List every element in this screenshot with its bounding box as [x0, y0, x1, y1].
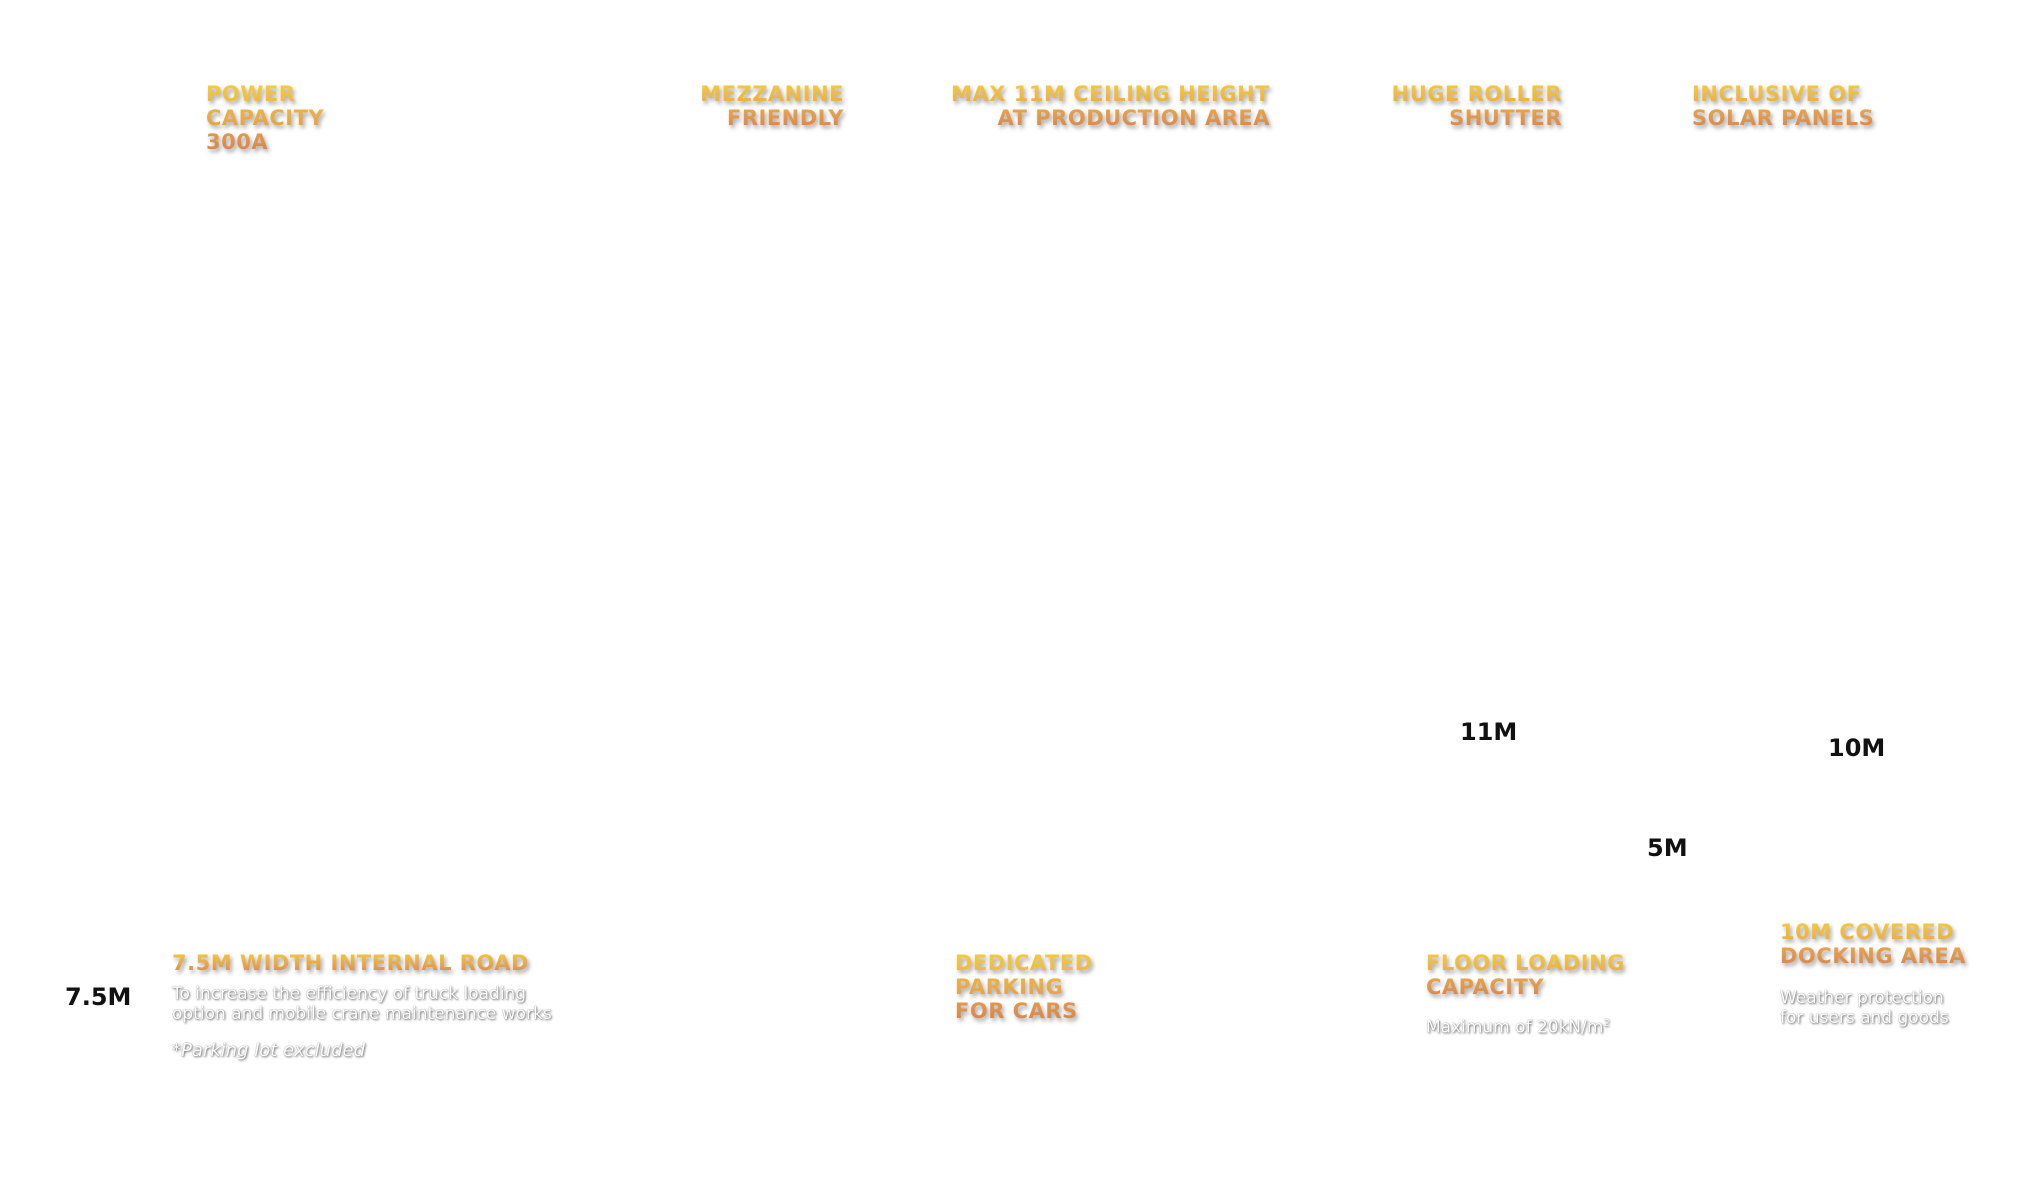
ceiling-height-line-2: AT PRODUCTION AREA	[997, 106, 1270, 130]
solar-panels-line-1: INCLUSIVE OF	[1692, 82, 1862, 106]
mezzanine-line-1: MEZZANINE	[700, 82, 844, 106]
mezzanine-line-2: FRIENDLY	[727, 106, 844, 130]
dedicated-parking-label: DEDICATED PARKING FOR CARS	[955, 951, 1093, 1023]
floor-loading-line-2: CAPACITY	[1426, 975, 1545, 999]
dedicated-parking-line-2: PARKING	[955, 975, 1064, 999]
dimension-7-5m: 7.5M	[65, 983, 132, 1011]
docking-area-description-line-1: Weather protection	[1780, 988, 1944, 1008]
docking-area-description-line-2: for users and goods	[1780, 1008, 1949, 1028]
parking-excluded-note: *Parking lot excluded	[172, 1040, 366, 1061]
floor-loading-superscript: 2	[1603, 1018, 1610, 1029]
floor-loading-label: FLOOR LOADING CAPACITY	[1426, 951, 1625, 999]
dimension-10m: 10M	[1828, 734, 1886, 762]
internal-road-title: 7.5M WIDTH INTERNAL ROAD	[172, 951, 529, 975]
internal-road-description-line-1: To increase the efficiency of truck load…	[172, 984, 527, 1004]
internal-road-description-line-2: option and mobile crane maintenance work…	[172, 1004, 552, 1024]
power-capacity-line-3: 300A	[206, 130, 269, 154]
solar-panels-label: INCLUSIVE OF SOLAR PANELS	[1692, 82, 1874, 130]
docking-area-label: 10M COVERED DOCKING AREA	[1780, 920, 1966, 968]
dedicated-parking-line-3: FOR CARS	[955, 999, 1078, 1023]
dedicated-parking-line-1: DEDICATED	[955, 951, 1093, 975]
docking-area-line-1: 10M COVERED	[1780, 920, 1955, 944]
docking-area-description: Weather protection for users and goods	[1780, 988, 1949, 1028]
floor-loading-value: Maximum of 20kN/m	[1426, 1017, 1604, 1038]
power-capacity-line-1: POWER	[206, 82, 296, 106]
power-capacity-line-2: CAPACITY	[206, 106, 325, 130]
power-capacity-label: POWER CAPACITY 300A	[206, 82, 324, 154]
floor-loading-line-1: FLOOR LOADING	[1426, 951, 1625, 975]
ceiling-height-label: MAX 11M CEILING HEIGHT AT PRODUCTION ARE…	[951, 82, 1270, 130]
dimension-11m: 11M	[1460, 718, 1518, 746]
mezzanine-label: MEZZANINE FRIENDLY	[700, 82, 844, 130]
docking-area-line-2: DOCKING AREA	[1780, 944, 1966, 968]
floor-loading-description: Maximum of 20kN/m2	[1426, 1014, 1610, 1038]
roller-shutter-line-1: HUGE ROLLER	[1391, 82, 1562, 106]
roller-shutter-line-2: SHUTTER	[1449, 106, 1562, 130]
internal-road-description: To increase the efficiency of truck load…	[172, 984, 552, 1024]
ceiling-height-line-1: MAX 11M CEILING HEIGHT	[951, 82, 1270, 106]
solar-panels-line-2: SOLAR PANELS	[1692, 106, 1875, 130]
dimension-5m: 5M	[1647, 834, 1688, 862]
roller-shutter-label: HUGE ROLLER SHUTTER	[1392, 82, 1562, 130]
